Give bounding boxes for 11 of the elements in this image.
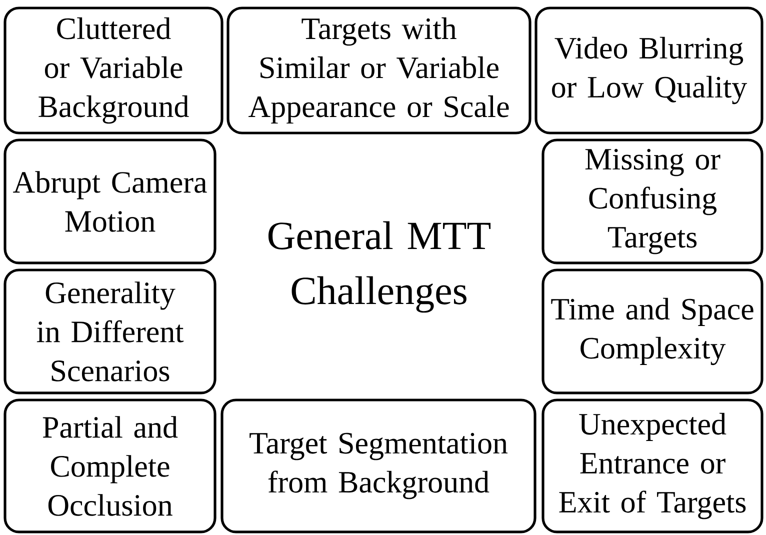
challenge-box: Video Blurring or Low Quality — [534, 6, 764, 134]
challenge-box: Time and Space Complexity — [542, 268, 764, 394]
challenge-box: Targets with Similar or Variable Appearance or Scale — [226, 6, 532, 134]
challenge-box: Partial and Complete Occlusion — [4, 398, 216, 534]
challenge-box: Generality in Different Scenarios — [4, 268, 216, 394]
center-title: General MTT Challenges — [268, 221, 490, 313]
challenge-box: Unexpected Entrance or Exit of Targets — [542, 398, 764, 534]
challenge-box: Missing or Confusing Targets — [542, 138, 764, 264]
challenge-box: Target Segmentation from Background — [220, 398, 536, 534]
challenge-box: Abrupt Camera Motion — [4, 138, 216, 264]
challenge-box: Cluttered or Variable Background — [4, 6, 224, 134]
